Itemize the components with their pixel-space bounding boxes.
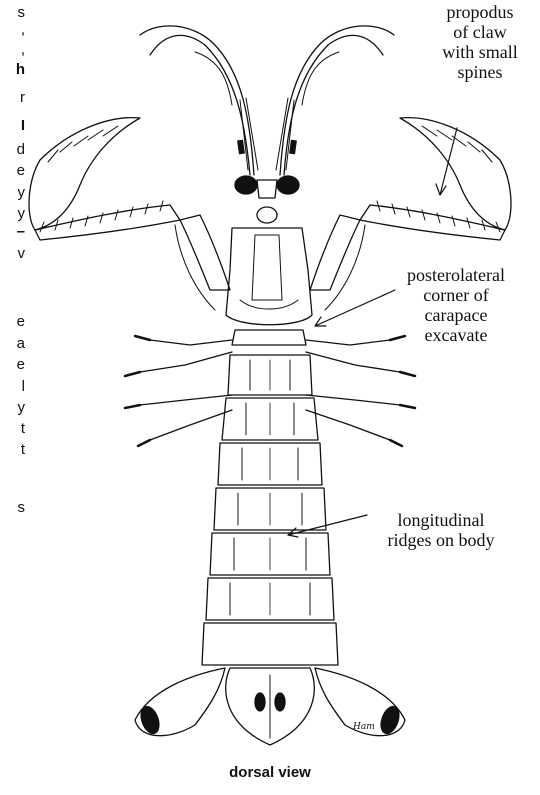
artist-signature: Ham bbox=[353, 722, 375, 732]
callout-line: of claw bbox=[420, 22, 540, 42]
left-claw bbox=[29, 118, 230, 310]
callout-line: longitudinal bbox=[366, 510, 516, 530]
callout-line: propodus bbox=[420, 2, 540, 22]
figure-caption: dorsal view bbox=[0, 764, 540, 781]
carapace bbox=[226, 228, 312, 345]
callout-propodus: propodus of claw with small spines bbox=[420, 2, 540, 82]
abdomen bbox=[202, 355, 338, 665]
callout-line: carapace bbox=[386, 305, 526, 325]
callout-line: with small bbox=[420, 42, 540, 62]
antennae bbox=[140, 26, 394, 175]
callout-line: spines bbox=[420, 62, 540, 82]
eyes bbox=[235, 176, 299, 223]
callout-longitudinal: longitudinal ridges on body bbox=[366, 510, 516, 550]
callout-line: ridges on body bbox=[366, 530, 516, 550]
callout-line: posterolateral bbox=[386, 265, 526, 285]
callout-line: corner of bbox=[386, 285, 526, 305]
telson bbox=[226, 668, 315, 745]
callout-line: excavate bbox=[386, 325, 526, 345]
callout-posterolateral: posterolateral corner of carapace excava… bbox=[386, 265, 526, 345]
